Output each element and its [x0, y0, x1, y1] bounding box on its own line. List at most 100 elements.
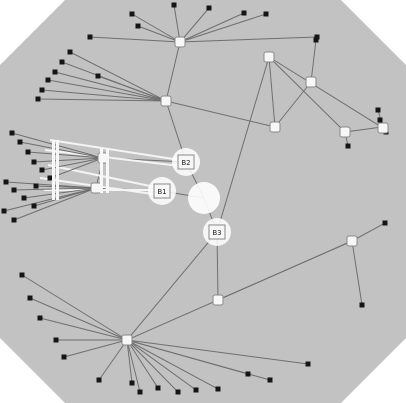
leaf-node[interactable] [245, 371, 251, 377]
leaf-edge [351, 240, 363, 306]
leaf-node[interactable] [137, 389, 143, 395]
leaf-edge [21, 274, 128, 341]
leaf-node[interactable] [25, 149, 31, 155]
leaf-edge [126, 339, 141, 393]
leaf-edge [344, 126, 383, 133]
leaf-edge [27, 151, 104, 159]
leaf-node[interactable] [135, 23, 141, 29]
leaf-edge [126, 339, 309, 365]
leaf-node[interactable] [263, 11, 269, 17]
hub-node[interactable] [269, 121, 281, 133]
leaf-node[interactable] [206, 5, 212, 11]
leaf-node[interactable] [47, 175, 53, 181]
leaf-edge [179, 7, 210, 43]
node-label: B1 [157, 188, 166, 196]
leaf-node[interactable] [45, 77, 51, 83]
leaf-node[interactable] [21, 195, 27, 201]
leaf-node[interactable] [359, 302, 365, 308]
leaf-edge [39, 317, 128, 341]
leaf-node[interactable] [67, 49, 73, 55]
leaf-node[interactable] [171, 2, 177, 8]
leaf-node[interactable] [313, 37, 319, 43]
leaf-edge [137, 25, 181, 43]
leaf-node[interactable] [95, 73, 101, 79]
leaf-edge [131, 13, 181, 43]
leaf-node[interactable] [37, 315, 43, 321]
leaf-node[interactable] [96, 377, 102, 383]
leaf-node[interactable] [35, 96, 41, 102]
graph-edge [165, 41, 181, 102]
leaf-node[interactable] [129, 380, 135, 386]
leaf-node[interactable] [155, 385, 161, 391]
leaf-node[interactable] [53, 337, 59, 343]
leaf-edge [126, 339, 219, 390]
graph-edge [126, 231, 218, 341]
leaf-edge [179, 36, 318, 43]
leaf-node[interactable] [39, 87, 45, 93]
node-label: B2 [181, 159, 190, 167]
leaf-node[interactable] [1, 208, 7, 214]
selected-node-box [208, 224, 226, 240]
hub-node[interactable] [305, 76, 317, 88]
leaf-node[interactable] [345, 143, 351, 149]
hub-node[interactable] [160, 95, 172, 107]
leaf-node[interactable] [241, 10, 247, 16]
graph-edge [268, 56, 276, 128]
leaf-node[interactable] [377, 117, 383, 123]
leaf-node[interactable] [11, 187, 17, 193]
graph-edge [268, 56, 346, 133]
selected-node[interactable]: B2 [172, 148, 200, 176]
hub-node[interactable] [212, 294, 224, 306]
leaf-edge [23, 187, 97, 199]
leaf-node[interactable] [175, 389, 181, 395]
leaf-node[interactable] [193, 387, 199, 393]
selected-node-box [177, 154, 195, 170]
selected-node[interactable]: B1 [148, 177, 176, 205]
leaf-node[interactable] [17, 139, 23, 145]
leaf-node[interactable] [305, 361, 311, 367]
hub-node[interactable] [121, 334, 133, 346]
highlighted-edge [47, 164, 161, 189]
leaf-edge [35, 185, 97, 189]
leaf-edge [126, 339, 249, 375]
graph-edge [216, 56, 270, 233]
leaf-node[interactable] [382, 220, 388, 226]
leaf-node[interactable] [87, 34, 93, 40]
leaf-edge [179, 12, 245, 43]
stacked-node-group [56, 140, 59, 200]
leaf-edge [37, 98, 167, 102]
leaf-node[interactable] [27, 295, 33, 301]
hub-node[interactable] [346, 235, 358, 247]
highlighted-edge [49, 139, 181, 161]
leaf-node[interactable] [39, 167, 45, 173]
hub-node[interactable] [377, 122, 389, 134]
highlighted-edge [44, 149, 181, 167]
hub-node[interactable] [263, 51, 275, 63]
hub-node[interactable] [339, 126, 351, 138]
leaf-node[interactable] [267, 377, 273, 383]
hub-node[interactable] [90, 182, 102, 194]
leaf-node[interactable] [129, 11, 135, 17]
selected-node[interactable]: B3 [203, 218, 231, 246]
selected-node[interactable] [188, 182, 220, 214]
leaf-node[interactable] [215, 386, 221, 392]
leaf-node[interactable] [52, 69, 58, 75]
leaf-node[interactable] [3, 179, 9, 185]
leaf-node[interactable] [33, 183, 39, 189]
leaf-node[interactable] [11, 217, 17, 223]
leaf-node[interactable] [9, 130, 15, 136]
leaf-node[interactable] [59, 59, 65, 65]
hub-node[interactable] [174, 36, 186, 48]
leaf-node[interactable] [314, 34, 320, 40]
leaf-edge [69, 51, 167, 102]
leaf-node[interactable] [61, 354, 67, 360]
leaf-edge [310, 39, 317, 83]
leaf-node[interactable] [31, 203, 37, 209]
leaf-node[interactable] [19, 272, 25, 278]
leaf-node[interactable] [375, 107, 381, 113]
leaf-node[interactable] [31, 159, 37, 165]
leaf-edge [126, 339, 197, 391]
stacked-node-group [52, 140, 55, 200]
